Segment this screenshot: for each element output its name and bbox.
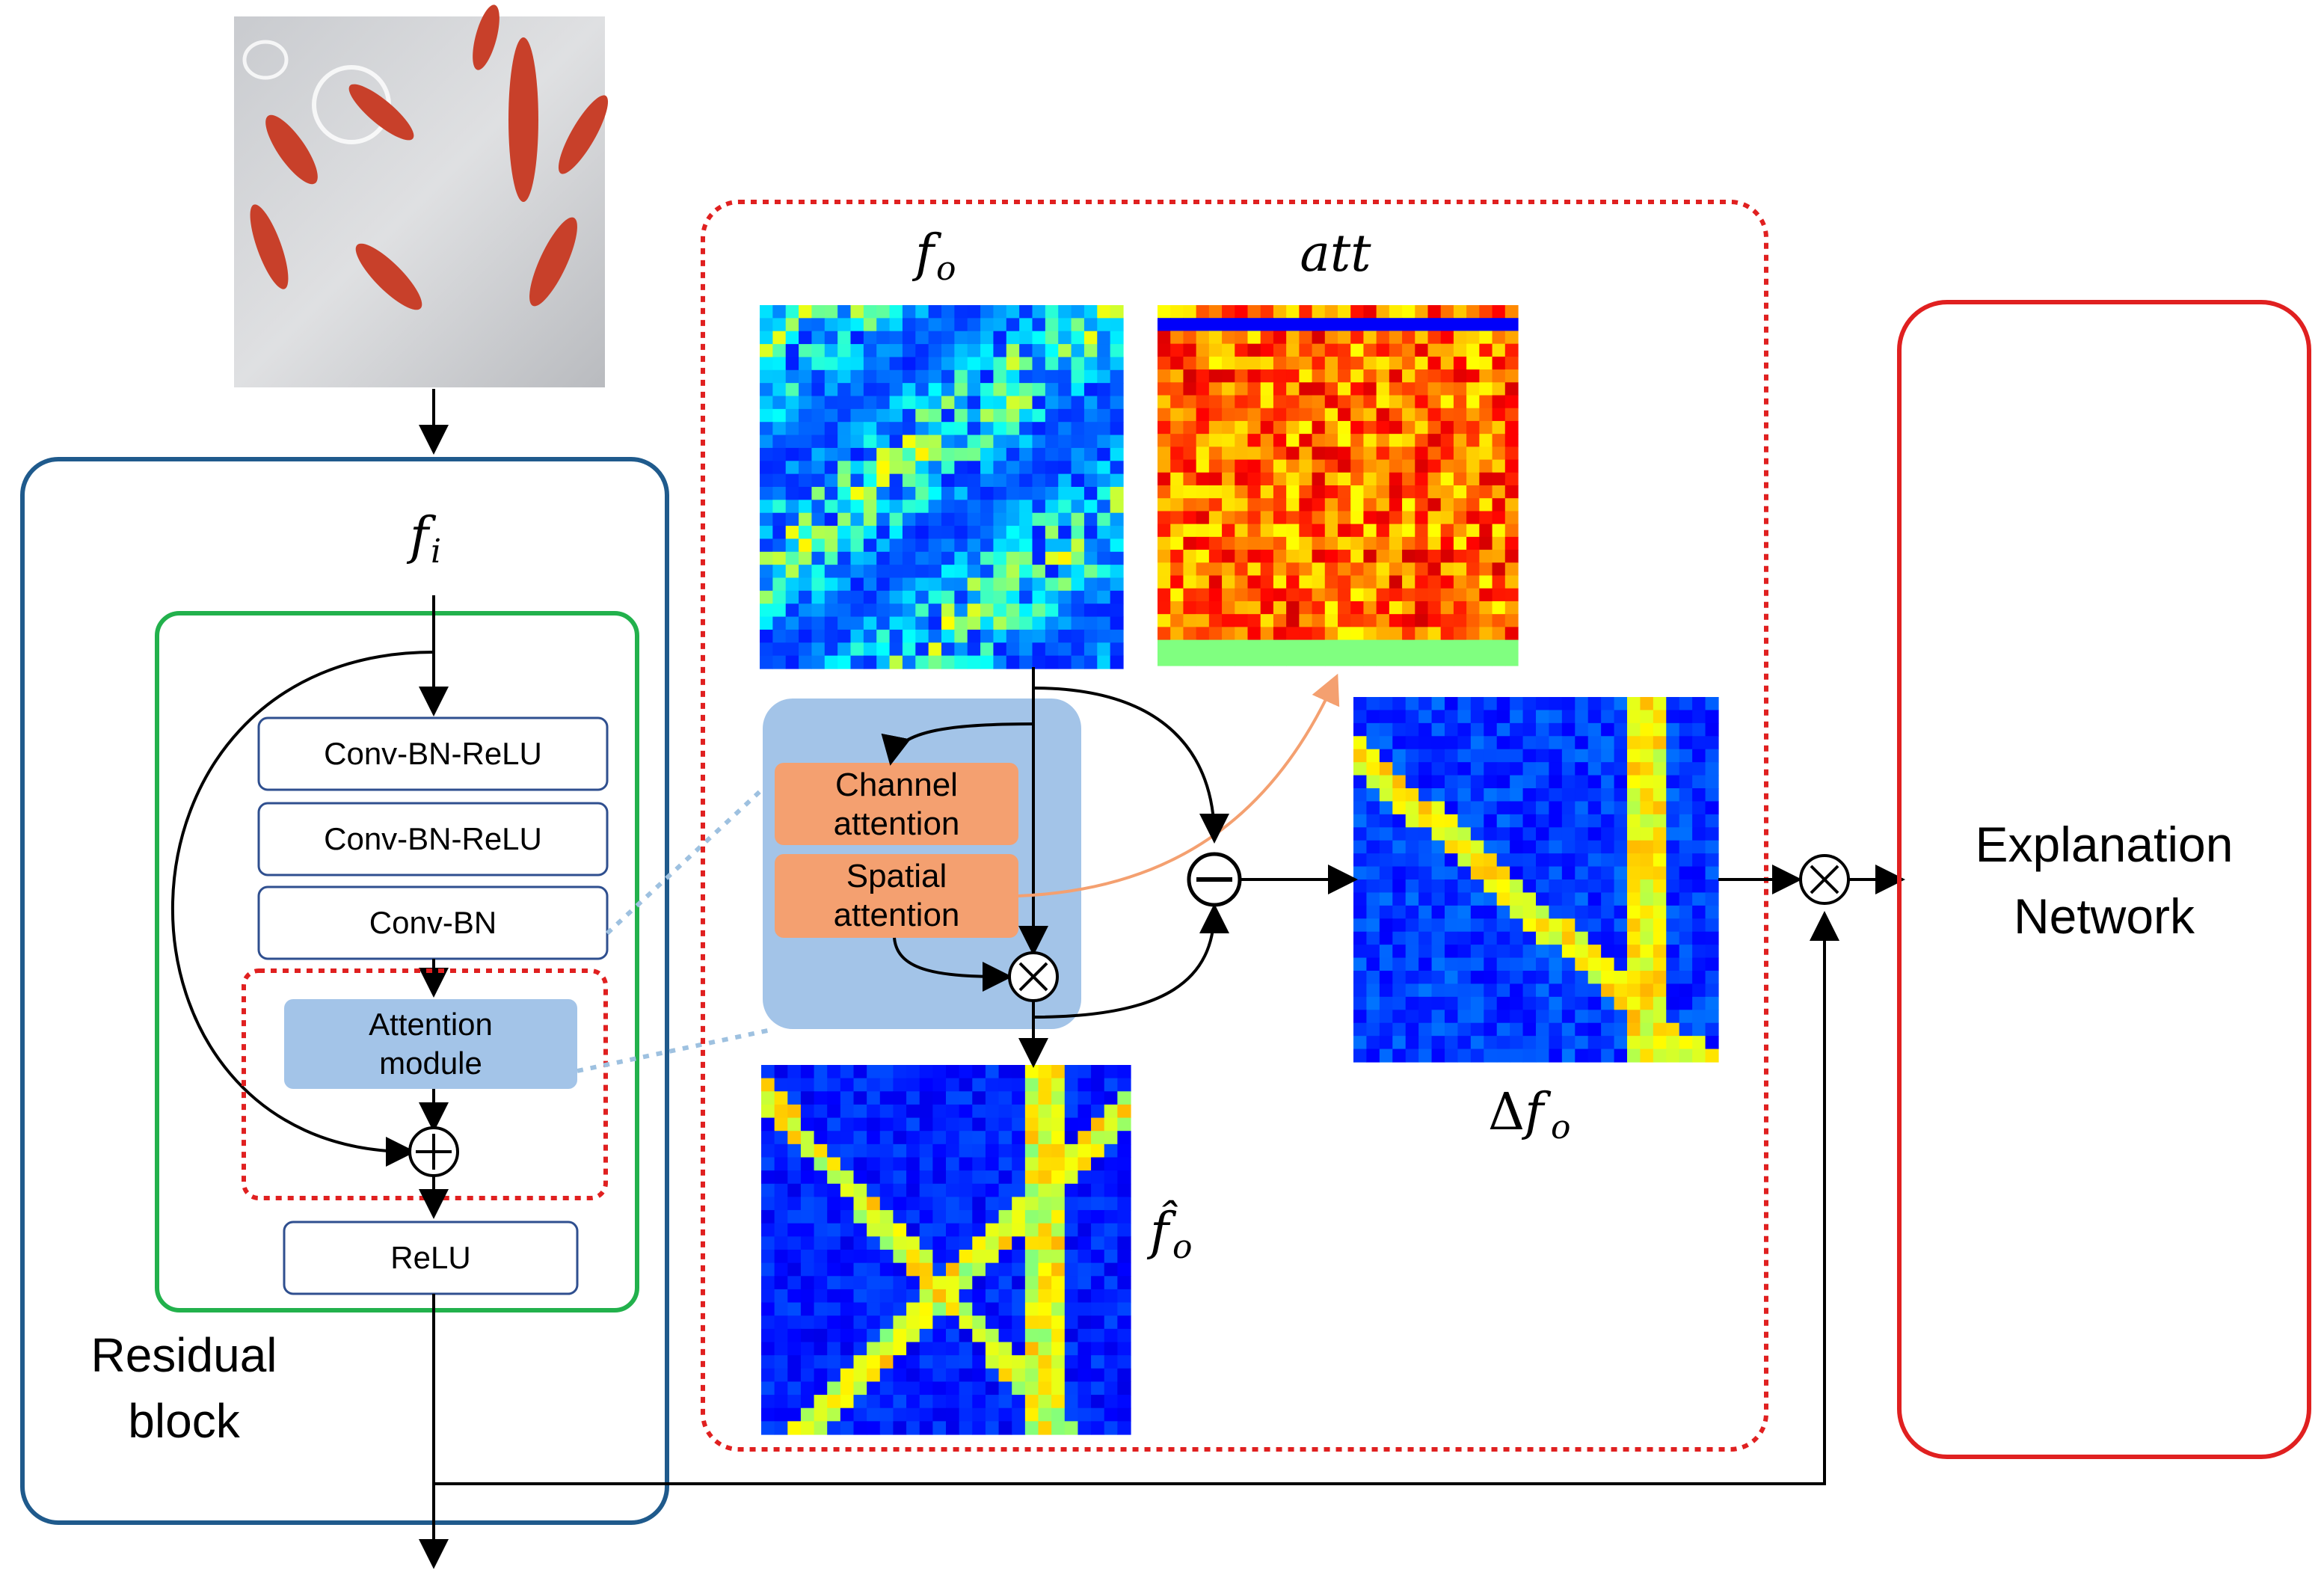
explanation-network-label-1: Explanation	[1976, 817, 2234, 872]
arrow-fo-to-subtract	[1033, 687, 1229, 844]
conv-layer-3-label: Conv-BN	[369, 905, 497, 940]
relu-layer: ReLU	[283, 1221, 579, 1295]
arrow-block-output-to-multiply	[434, 911, 1839, 1485]
conv-layer-3: Conv-BN	[257, 885, 609, 960]
outer-times-circle-icon	[1799, 854, 1850, 905]
attention-detail-panel	[701, 200, 1768, 1452]
att-heatmap	[1158, 305, 1519, 666]
spatial-attention-box: Spatial attention	[775, 854, 1018, 938]
explanation-network-box: Explanation Network	[1897, 300, 2311, 1459]
fhat-subscript: o	[1172, 1228, 1193, 1266]
skip-connection	[171, 651, 434, 1167]
conv-layer-2: Conv-BN-ReLU	[257, 802, 609, 876]
residual-block-title-2: block	[128, 1394, 240, 1448]
arrow-fhat-to-subtract	[1033, 903, 1229, 1019]
channel-attention-box: Channel attention	[775, 763, 1018, 845]
attention-module-label-2: module	[379, 1046, 482, 1081]
attention-module: Attention module	[284, 999, 577, 1089]
residual-block-title-1: Residual	[90, 1328, 277, 1382]
spatial-attention-label-2: attention	[834, 897, 960, 933]
conv-layer-1: Conv-BN-ReLU	[257, 716, 609, 791]
zoom-line-top	[605, 776, 777, 936]
explanation-network-label-2: Network	[2014, 888, 2195, 944]
arrow-spatial-to-multiply	[893, 937, 1012, 992]
arrow-to-channel-attention	[881, 722, 1034, 766]
attention-module-label-1: Attention	[369, 1007, 493, 1042]
conv-layer-2-label: Conv-BN-ReLU	[324, 821, 542, 856]
conv-layer-1-label: Conv-BN-ReLU	[324, 736, 542, 771]
fi-subscript: i	[431, 532, 441, 571]
times-circle-icon	[1008, 951, 1059, 1002]
fo-subscript: o	[936, 250, 956, 288]
delta-fo-heatmap	[1353, 697, 1719, 1063]
att-label: att	[1300, 224, 1371, 283]
fo-heatmap	[760, 305, 1124, 669]
spatial-attention-label-1: Spatial	[846, 858, 947, 894]
bottleneck-box	[155, 611, 639, 1312]
plus-circle-icon	[408, 1126, 459, 1177]
relu-label: ReLU	[390, 1240, 470, 1275]
minus-circle-icon	[1187, 852, 1242, 907]
fhat-heatmap	[761, 1065, 1131, 1435]
input-image	[234, 4, 609, 387]
residual-block-box	[20, 457, 669, 1525]
delta-fo-label: Δf	[1488, 1083, 1552, 1142]
channel-attention-label-2: attention	[834, 805, 960, 842]
channel-attention-label-1: Channel	[835, 767, 958, 803]
delta-fo-subscript: o	[1551, 1108, 1571, 1146]
